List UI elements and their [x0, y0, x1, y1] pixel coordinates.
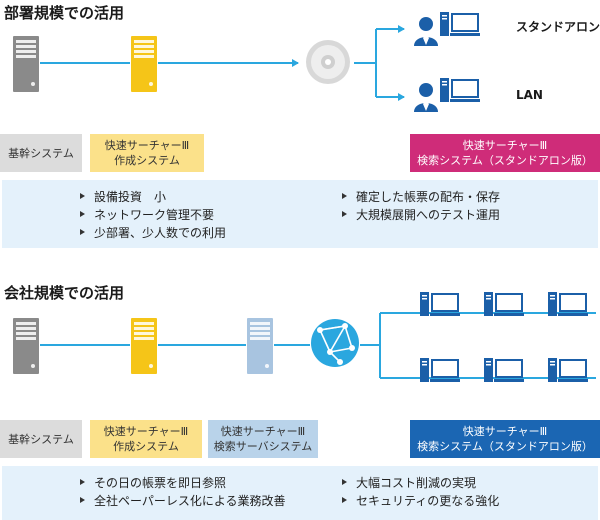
section2-title: 会社規模での活用: [4, 284, 125, 302]
list-item: 大幅コスト削減の実現: [340, 474, 499, 492]
create-system-line2: 作成システム: [114, 154, 180, 167]
core-server-icon: [13, 36, 39, 92]
section1-bullets-right: 確定した帳票の配布・保存 大規模展開へのテスト運用: [340, 188, 500, 224]
create-system-line1: 快速サーチャーⅢ: [104, 139, 190, 152]
create-system-line1: 快速サーチャーⅢ: [103, 425, 189, 438]
create-system-line2: 作成システム: [113, 440, 179, 453]
list-item: 設備投資 小: [78, 188, 226, 206]
core-system-text: 基幹システム: [8, 432, 74, 446]
create-server-icon: [131, 36, 157, 92]
list-item: ネットワーク管理不要: [78, 206, 226, 224]
section2-bullets-right: 大幅コスト削減の実現 セキュリティの更なる強化: [340, 474, 499, 510]
globe-network-icon: [311, 319, 359, 367]
list-item: 全社ペーパーレス化による業務改善: [78, 492, 286, 510]
search-system-line2: 検索システム（スタンドアロン版）: [417, 440, 593, 453]
section1-flow-lines: [40, 25, 405, 101]
section1-bullets-left: 設備投資 小 ネットワーク管理不要 少部署、少人数での利用: [78, 188, 226, 242]
search-server-line2: 検索サーバシステム: [213, 440, 313, 453]
core-system-text: 基幹システム: [8, 146, 74, 160]
section2-bullets-left: その日の帳票を即日参照 全社ペーパーレス化による業務改善: [78, 474, 286, 510]
search-server-line1: 快速サーチャーⅢ: [220, 425, 306, 438]
core-system-label: 基幹システム: [0, 134, 82, 172]
search-system-line1: 快速サーチャーⅢ: [462, 139, 548, 152]
pc-icon: [439, 77, 481, 103]
section1-title: 部署規模での活用: [4, 4, 125, 22]
lan-label: LAN: [516, 88, 543, 102]
list-item: セキュリティの更なる強化: [340, 492, 499, 510]
cd-disc-icon: [306, 40, 350, 84]
search-system-line1: 快速サーチャーⅢ: [462, 425, 548, 438]
search-system-line2: 検索システム（スタンドアロン版）: [417, 154, 593, 167]
list-item: 大規模展開へのテスト運用: [340, 206, 500, 224]
pc-icon: [439, 11, 481, 37]
list-item: その日の帳票を即日参照: [78, 474, 286, 492]
person-icon: [414, 17, 438, 46]
person-icon: [414, 83, 438, 112]
create-server-icon: [131, 318, 157, 374]
list-item: 確定した帳票の配布・保存: [340, 188, 500, 206]
search-server-label: 快速サーチャーⅢ 検索サーバシステム: [208, 420, 318, 458]
section1-benefits-panel: 設備投資 小 ネットワーク管理不要 少部署、少人数での利用 確定した帳票の配布・…: [2, 180, 598, 248]
core-system-label: 基幹システム: [0, 420, 82, 458]
search-system-label: 快速サーチャーⅢ 検索システム（スタンドアロン版）: [410, 134, 600, 172]
search-system-label: 快速サーチャーⅢ 検索システム（スタンドアロン版）: [410, 420, 600, 458]
create-system-label: 快速サーチャーⅢ 作成システム: [90, 134, 204, 172]
search-server-icon: [247, 318, 273, 374]
section2-benefits-panel: その日の帳票を即日参照 全社ペーパーレス化による業務改善 大幅コスト削減の実現 …: [2, 466, 598, 520]
create-system-label: 快速サーチャーⅢ 作成システム: [90, 420, 202, 458]
standalone-label: スタンドアロン: [516, 20, 600, 34]
core-server-icon: [13, 318, 39, 374]
list-item: 少部署、少人数での利用: [78, 224, 226, 242]
